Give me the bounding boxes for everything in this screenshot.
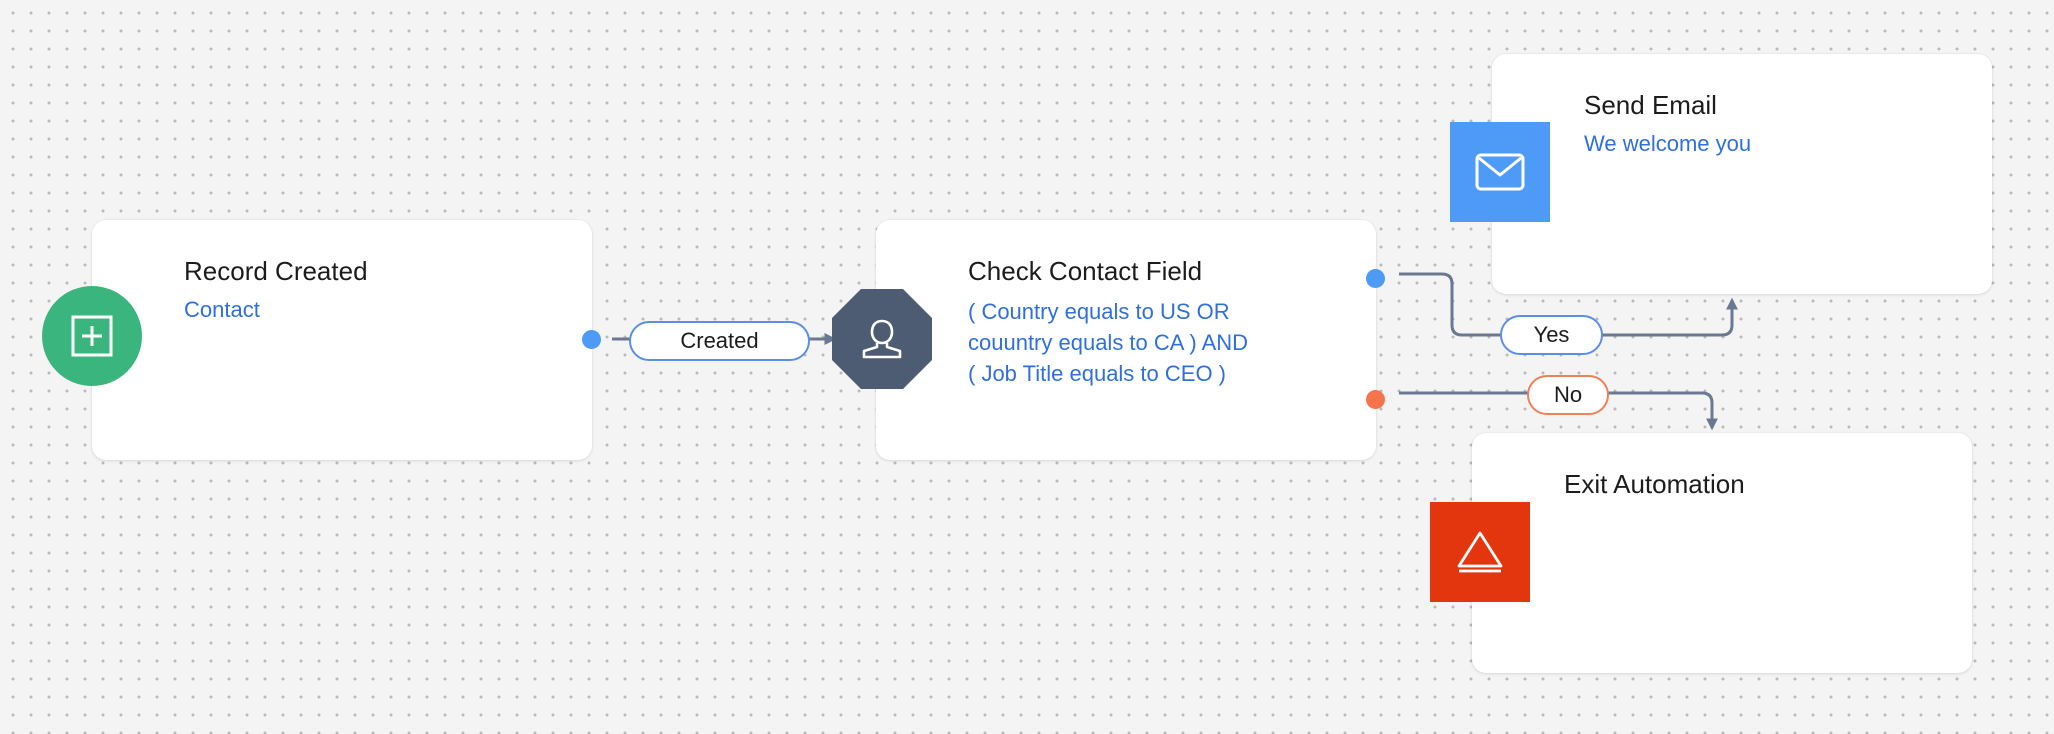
trigger-icon-badge	[42, 286, 142, 386]
connector-yes	[1399, 272, 1738, 337]
created-edge-label[interactable]: Created	[629, 321, 810, 361]
condition-title: Check Contact Field	[968, 256, 1203, 286]
connector-no	[1399, 391, 1718, 431]
exit-title: Exit Automation	[1564, 469, 1745, 499]
plus-square-icon	[71, 315, 113, 357]
condition-rule-line: couuntry equals to CA ) AND	[968, 330, 1249, 355]
condition-icon-badge	[832, 289, 932, 389]
yes-output-port[interactable]	[1366, 269, 1385, 288]
exit-icon-badge	[1430, 502, 1530, 602]
condition-rule-line: ( Job Title equals to CEO )	[968, 361, 1226, 386]
condition-node[interactable]: Check Contact Field ( Country equals to …	[876, 220, 1376, 460]
condition-rules: ( Country equals to US OR couuntry equal…	[968, 296, 1248, 389]
trigger-title: Record Created	[184, 256, 368, 286]
user-icon	[862, 319, 902, 359]
trigger-output-port[interactable]	[582, 330, 601, 349]
condition-rule-line: ( Country equals to US OR	[968, 299, 1230, 324]
send-email-title: Send Email	[1584, 90, 1717, 120]
no-edge-label[interactable]: No	[1527, 375, 1609, 415]
yes-edge-label[interactable]: Yes	[1500, 315, 1603, 355]
send-email-icon-badge	[1450, 122, 1550, 222]
send-email-node[interactable]: Send Email We welcome you	[1492, 54, 1992, 294]
envelope-icon	[1475, 153, 1525, 191]
condition-badge-shape	[832, 289, 932, 389]
no-output-port[interactable]	[1366, 390, 1385, 409]
trigger-node[interactable]: Record Created Contact	[92, 220, 592, 460]
exit-node[interactable]: Exit Automation	[1472, 433, 1972, 673]
warning-triangle-icon	[1457, 531, 1503, 573]
trigger-subtitle[interactable]: Contact	[184, 297, 260, 322]
send-email-subtitle[interactable]: We welcome you	[1584, 131, 1752, 156]
